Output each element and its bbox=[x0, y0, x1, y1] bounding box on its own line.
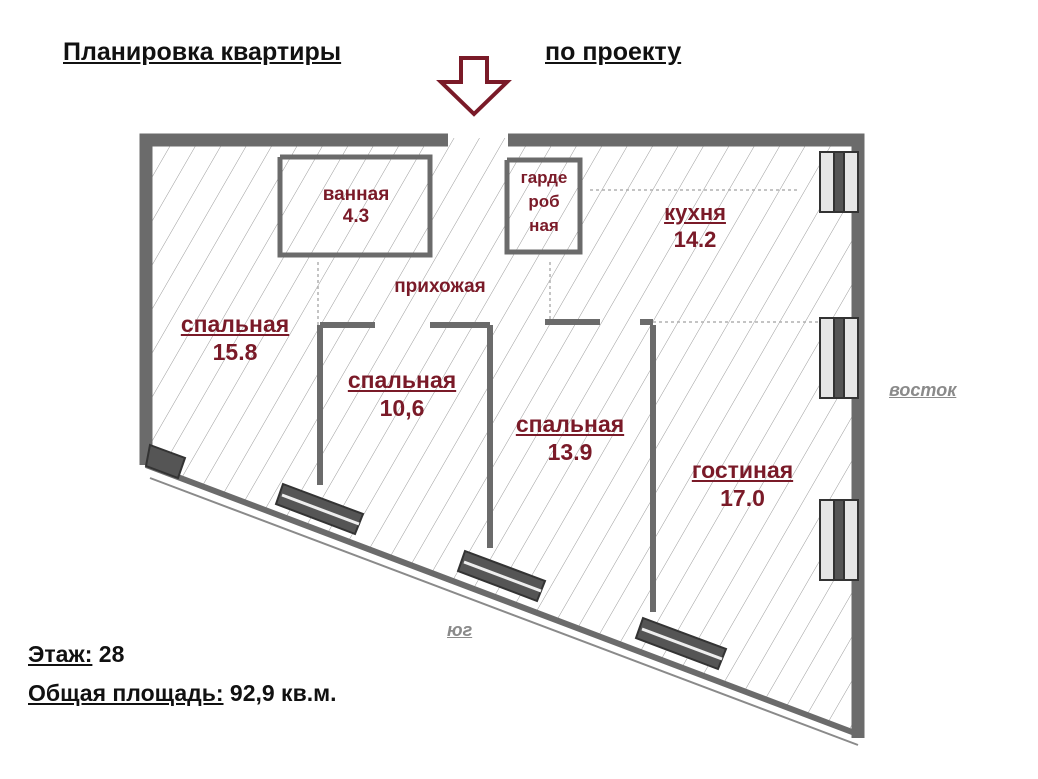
living-room-label: гостиная 17.0 bbox=[665, 456, 820, 512]
bedroom1-area: 15.8 bbox=[212, 339, 258, 365]
wardrobe-line2: роб bbox=[528, 192, 560, 211]
total-area-value: 92,9 кв.м. bbox=[229, 680, 337, 706]
floor-label: Этаж: bbox=[28, 641, 93, 667]
bedroom2-label: спальная 10,6 bbox=[327, 366, 477, 422]
living-room-name: гостиная bbox=[691, 457, 794, 483]
direction-east: восток bbox=[889, 380, 957, 400]
south-window-glass bbox=[281, 493, 723, 661]
hallway-label: прихожая bbox=[370, 276, 510, 298]
wardrobe-line1: гарде bbox=[520, 168, 568, 187]
plan-subtitle: по проекту bbox=[545, 38, 682, 66]
bedroom3-label: спальная 13.9 bbox=[495, 410, 645, 466]
floor-info: Этаж: 28 bbox=[28, 641, 124, 668]
bedroom1-name: спальная bbox=[180, 311, 290, 337]
plan-title: Планировка квартиры bbox=[63, 38, 342, 66]
kitchen-area: 14.2 bbox=[673, 227, 717, 252]
entrance-arrow-icon bbox=[436, 56, 512, 117]
bedroom3-name: спальная bbox=[515, 411, 625, 437]
total-area-label: Общая площадь: bbox=[28, 680, 224, 706]
bathroom-name: ванная bbox=[322, 184, 390, 205]
bedroom2-name: спальная bbox=[347, 367, 457, 393]
bedroom3-area: 13.9 bbox=[547, 439, 593, 465]
thin-partitions bbox=[317, 189, 820, 325]
floor-value: 28 bbox=[98, 641, 125, 667]
direction-south: юг bbox=[447, 620, 473, 640]
bathroom-label: ванная 4.3 bbox=[298, 184, 414, 228]
hallway-name: прихожая bbox=[394, 276, 486, 297]
wardrobe-line3: ная bbox=[529, 216, 559, 235]
area-info: Общая площадь: 92,9 кв.м. bbox=[28, 680, 337, 707]
bedroom1-label: спальная 15.8 bbox=[160, 310, 310, 366]
wardrobe-label: гарде роб ная bbox=[509, 166, 579, 238]
east-windows bbox=[819, 151, 859, 581]
interior-walls bbox=[277, 154, 656, 612]
kitchen-name: кухня bbox=[664, 200, 726, 225]
kitchen-label: кухня 14.2 bbox=[630, 199, 760, 253]
living-room-area: 17.0 bbox=[720, 485, 765, 511]
bedroom2-area: 10,6 bbox=[379, 395, 425, 421]
bathroom-area: 4.3 bbox=[342, 206, 370, 227]
plan-floor bbox=[146, 138, 860, 735]
